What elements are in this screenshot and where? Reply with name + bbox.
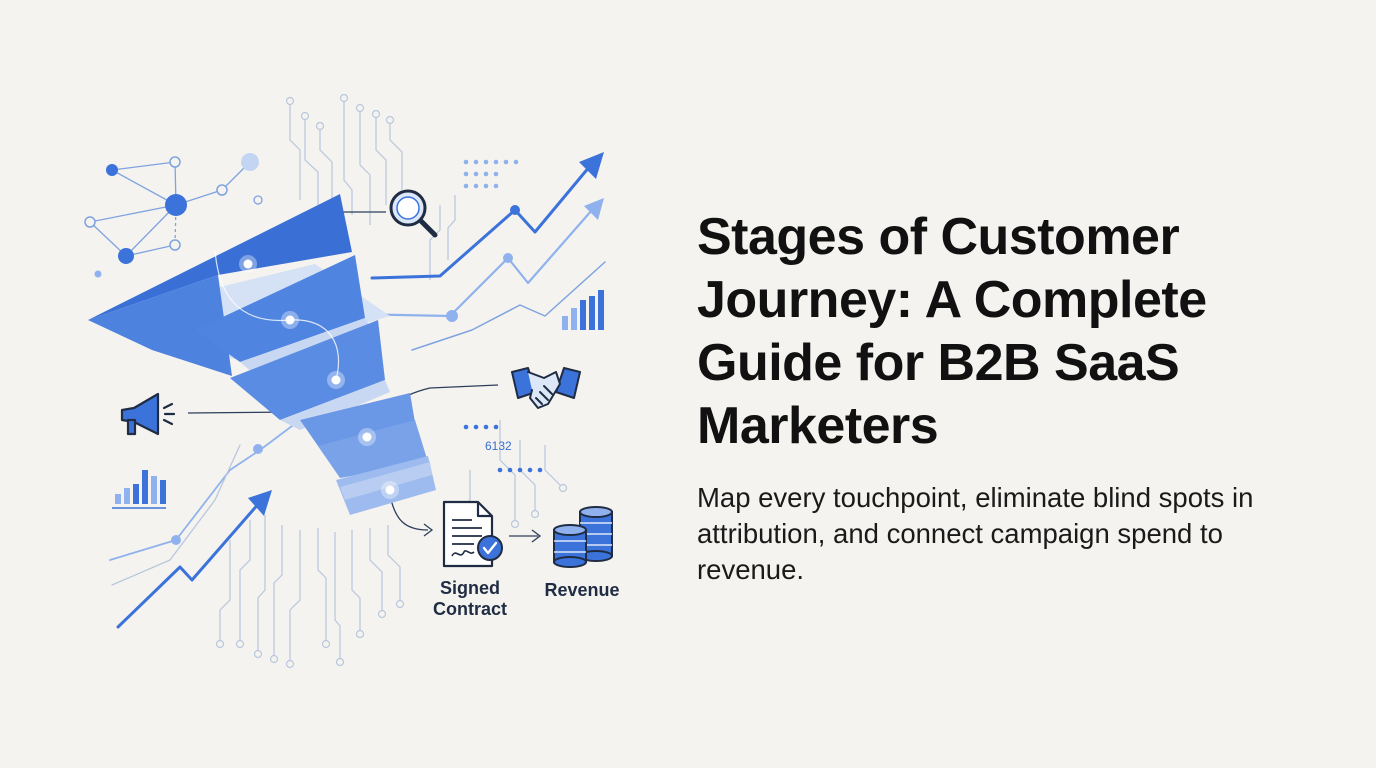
handshake-icon (511, 367, 581, 409)
contract-document-icon (442, 500, 503, 568)
signed-contract-label-line2: Contract (433, 599, 507, 619)
dot-grid-middle (463, 424, 543, 473)
growth-line-nodes (171, 205, 520, 545)
bar-chart-icon-right (562, 290, 604, 330)
code-label: 6132 (485, 439, 512, 453)
hero-text: Stages of Customer Journey: A Complete G… (697, 206, 1317, 588)
funnel-illustration: 6132 (84, 93, 620, 669)
circuit-traces-top (289, 102, 456, 280)
revenue-label: Revenue (544, 580, 619, 600)
dot-grid-top (463, 159, 519, 189)
page-subtitle: Map every touchpoint, eliminate blind sp… (697, 482, 1254, 585)
circuit-nodes-bottom (215, 483, 568, 669)
coins-stack-icon (553, 506, 613, 568)
circuit-nodes-top (285, 93, 395, 131)
bar-chart-icon-left (112, 470, 166, 509)
network-nodes-icon (84, 153, 263, 278)
megaphone-icon (120, 392, 176, 436)
page-title: Stages of Customer Journey: A Complete G… (697, 208, 1207, 455)
magnifier-icon (389, 189, 438, 238)
funnel-graphic (88, 194, 436, 515)
signed-contract-label-line1: Signed (440, 578, 500, 598)
